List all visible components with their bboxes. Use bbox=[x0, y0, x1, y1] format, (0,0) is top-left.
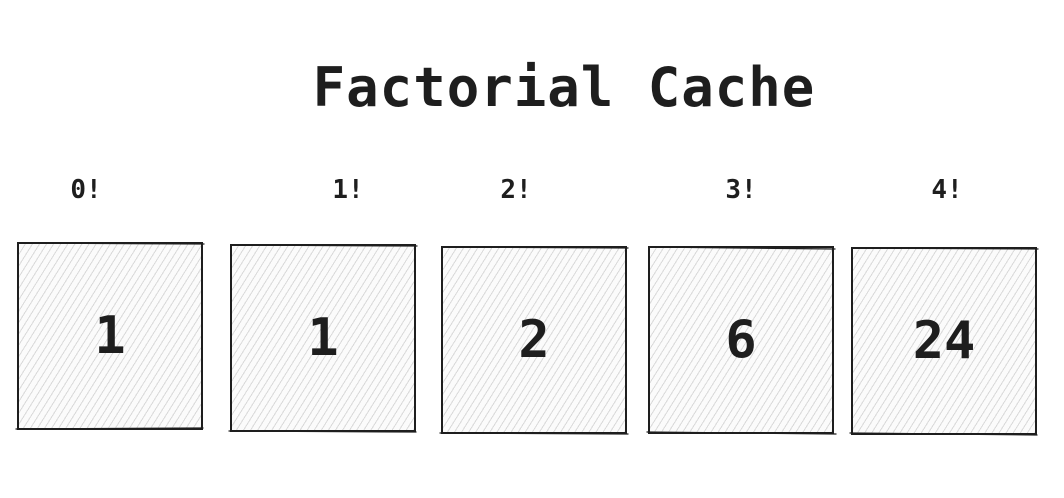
cell-label-4: 4! bbox=[931, 175, 963, 205]
cell-value-1: 1 bbox=[307, 308, 339, 368]
cell-label-1: 1! bbox=[332, 175, 364, 205]
cache-cell-4: 24 bbox=[851, 247, 1037, 435]
cell-label-2: 2! bbox=[500, 175, 532, 205]
cache-cell-2: 2 bbox=[441, 246, 627, 434]
cell-value-4: 24 bbox=[912, 311, 976, 371]
cell-label-0: 0! bbox=[70, 175, 102, 205]
cell-value-3: 6 bbox=[725, 310, 757, 370]
cell-label-3: 3! bbox=[725, 175, 757, 205]
cache-cell-1: 1 bbox=[230, 244, 416, 432]
diagram-title: Factorial Cache bbox=[312, 56, 816, 119]
cache-cell-3: 6 bbox=[648, 246, 834, 434]
cache-cell-0: 1 bbox=[17, 242, 203, 430]
cell-value-0: 1 bbox=[94, 306, 126, 366]
cell-value-2: 2 bbox=[518, 310, 550, 370]
